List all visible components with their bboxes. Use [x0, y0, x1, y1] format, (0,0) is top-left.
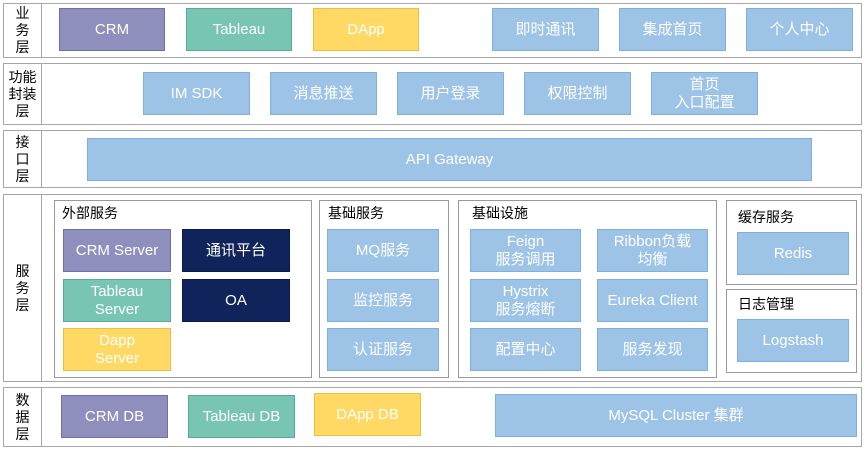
home-entry-config-box: 首页 入口配置 [651, 72, 758, 115]
basic-services-title: 基础服务 [328, 205, 384, 221]
logstash-box: Logstash [737, 319, 849, 362]
integrated-home-box: 集成首页 [619, 8, 726, 51]
crm-db-box: CRM DB [61, 395, 168, 438]
monitor-service-box: 监控服务 [327, 279, 439, 322]
function-layer-label: 功能 封装 层 [4, 64, 42, 124]
tableau-server-box: Tableau Server [63, 279, 171, 322]
auth-service-box: 认证服务 [327, 328, 439, 371]
data-layer-label: 数 据 层 [4, 388, 42, 446]
message-push-box: 消息推送 [270, 72, 377, 115]
user-login-box: 用户登录 [397, 72, 504, 115]
mysql-cluster-box: MySQL Cluster 集群 [495, 394, 857, 437]
crm-server-box: CRM Server [63, 229, 171, 272]
api-gateway-box: API Gateway [87, 138, 812, 181]
interface-layer-label: 接 口 层 [4, 131, 42, 187]
service-discovery-box: 服务发现 [597, 328, 708, 371]
oa-box: OA [182, 279, 290, 322]
cache-services-title: 缓存服务 [738, 209, 794, 225]
crm-app-box: CRM [59, 8, 165, 51]
config-center-box: 配置中心 [470, 328, 581, 371]
permission-control-box: 权限控制 [524, 72, 631, 115]
mq-service-box: MQ服务 [327, 229, 439, 272]
redis-box: Redis [737, 232, 849, 275]
log-management-title: 日志管理 [738, 296, 794, 312]
comm-platform-box: 通讯平台 [182, 229, 290, 272]
tableau-app-box: Tableau [186, 8, 292, 51]
dapp-db-box: DApp DB [314, 393, 421, 436]
service-layer-label: 服 务 层 [4, 195, 42, 381]
dapp-box: DApp [313, 8, 419, 51]
external-services-title: 外部服务 [62, 205, 118, 221]
im-sdk-box: IM SDK [143, 72, 250, 115]
personal-center-box: 个人中心 [746, 8, 853, 51]
eureka-client-box: Eureka Client [597, 279, 708, 322]
infrastructure-title: 基础设施 [472, 205, 528, 221]
ribbon-box: Ribbon负载 均衡 [597, 229, 708, 272]
dapp-server-box: Dapp Server [63, 328, 171, 371]
feign-box: Feign 服务调用 [470, 229, 581, 272]
tableau-db-box: Tableau DB [188, 395, 295, 438]
hystrix-box: Hystrix 服务熔断 [470, 279, 581, 322]
business-layer-label: 业 务 层 [4, 4, 42, 57]
instant-messaging-box: 即时通讯 [492, 8, 599, 51]
